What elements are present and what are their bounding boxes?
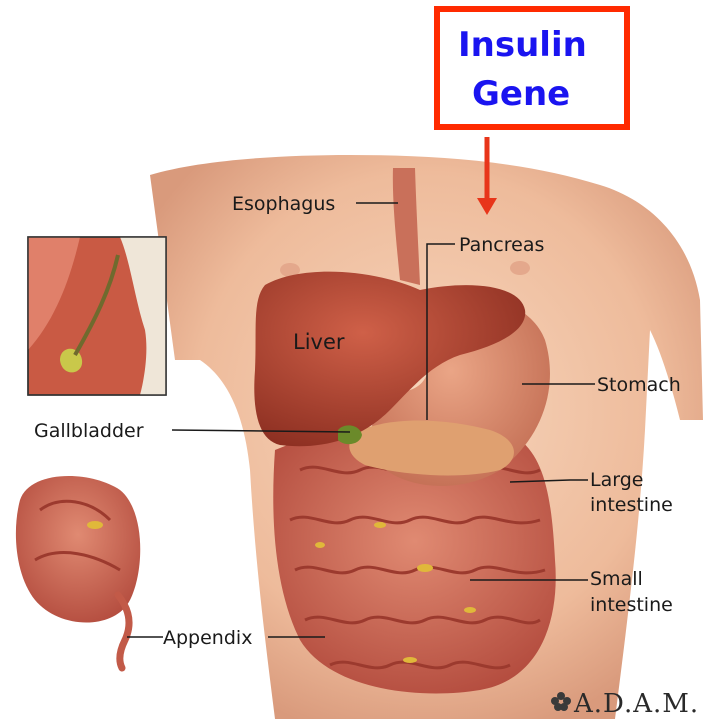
adam-brand-text: A.D.A.M. — [573, 689, 699, 719]
gallbladder-inset — [28, 237, 166, 395]
callout-line1: Insulin — [458, 25, 587, 65]
large-intestine-label-line2: intestine — [590, 494, 673, 516]
appendix-label: Appendix — [163, 627, 252, 649]
liver-label: Liver — [293, 330, 345, 354]
appendix-inset — [16, 476, 140, 668]
callout-line2: Gene — [472, 74, 570, 114]
large-intestine-label-line1: Large — [590, 469, 643, 491]
gallbladder-label: Gallbladder — [34, 420, 144, 442]
stomach-label: Stomach — [597, 374, 681, 396]
pancreas-label: Pancreas — [459, 234, 544, 256]
small-intestine-label-line2: intestine — [590, 594, 673, 616]
small-intestine-label-line1: Small — [590, 568, 643, 590]
adam-logo: A.D.A.M. — [551, 689, 699, 719]
esophagus-label: Esophagus — [232, 193, 335, 215]
